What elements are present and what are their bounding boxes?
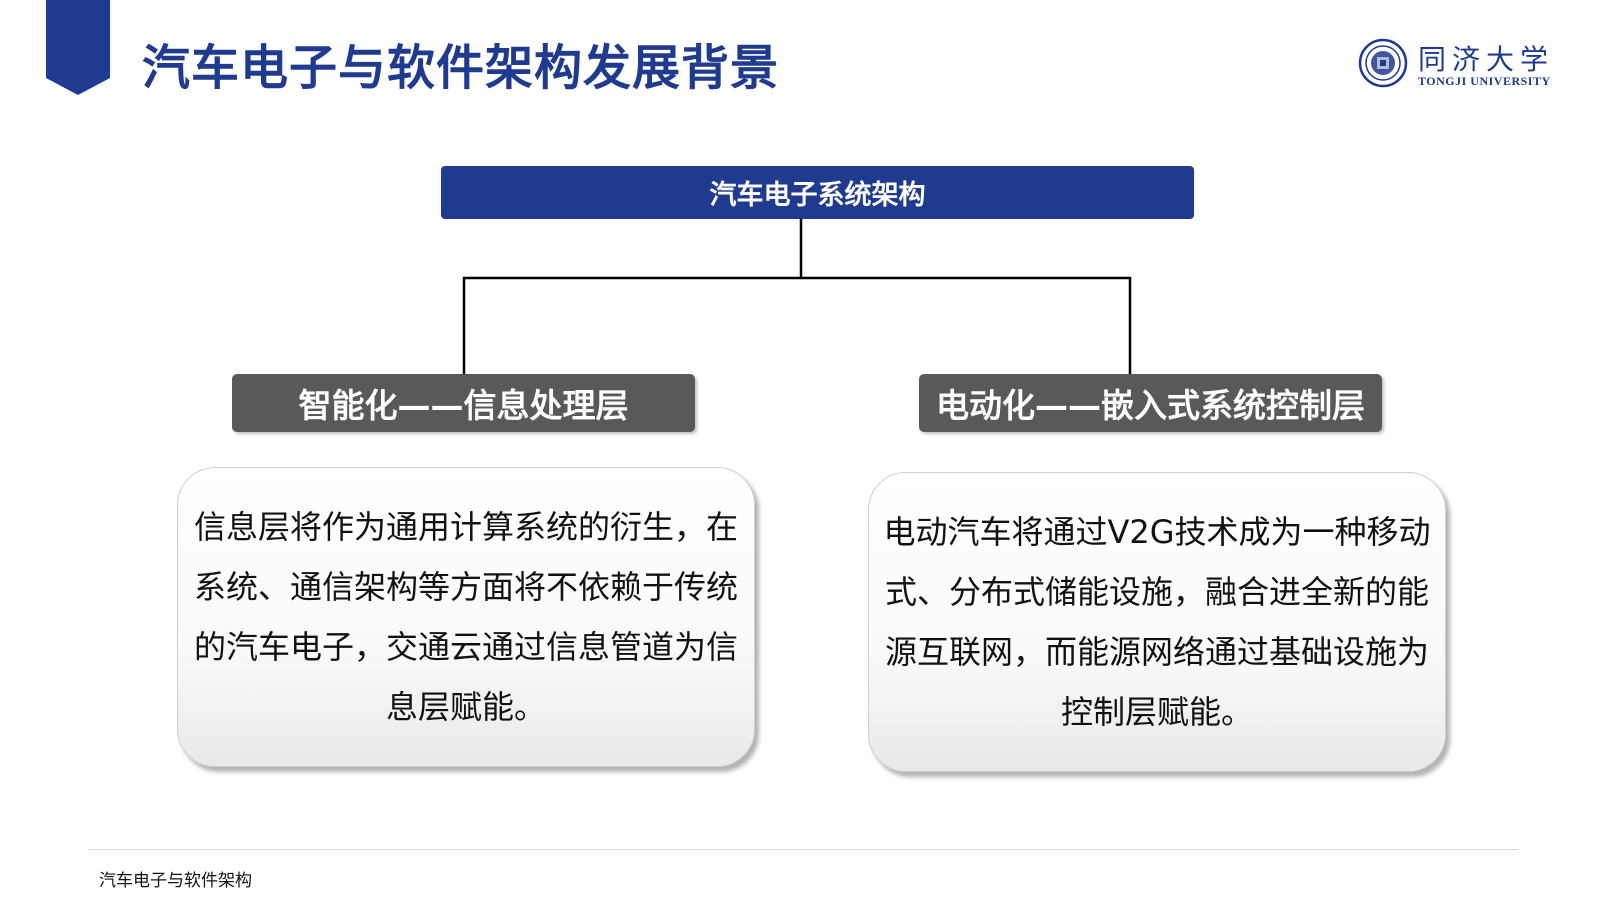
corner-tab-decoration xyxy=(46,0,110,95)
description-box-intelligence: 信息层将作为通用计算系统的衍生，在系统、通信架构等方面将不依赖于传统的汽车电子，… xyxy=(177,467,755,767)
logo-chinese-name: 同济大学 xyxy=(1418,43,1555,76)
description-text: 信息层将作为通用计算系统的衍生，在系统、通信架构等方面将不依赖于传统的汽车电子，… xyxy=(193,508,738,726)
footer-caption: 汽车电子与软件架构 xyxy=(99,871,252,891)
university-logo: 同济大学 TONGJI UNIVERSITY xyxy=(1358,38,1568,94)
logo-english-name: TONGJI UNIVERSITY xyxy=(1418,74,1551,88)
slide-title: 汽车电子与软件架构发展背景 xyxy=(142,40,780,96)
footer-divider xyxy=(88,849,1518,850)
branch-label: 电动化——嵌入式系统控制层 xyxy=(936,386,1365,425)
branch-node-electrification: 电动化——嵌入式系统控制层 xyxy=(919,374,1382,432)
branch-node-intelligence: 智能化——信息处理层 xyxy=(232,374,695,432)
description-box-electrification: 电动汽车将通过V2G技术成为一种移动式、分布式储能设施，融合进全新的能源互联网，… xyxy=(868,472,1446,772)
diagram-root-node: 汽车电子系统架构 xyxy=(441,166,1194,219)
university-seal-icon xyxy=(1358,38,1408,88)
branch-label: 智能化——信息处理层 xyxy=(298,386,629,425)
description-text: 电动汽车将通过V2G技术成为一种移动式、分布式储能设施，融合进全新的能源互联网，… xyxy=(883,513,1431,731)
diagram-root-label: 汽车电子系统架构 xyxy=(709,180,926,211)
